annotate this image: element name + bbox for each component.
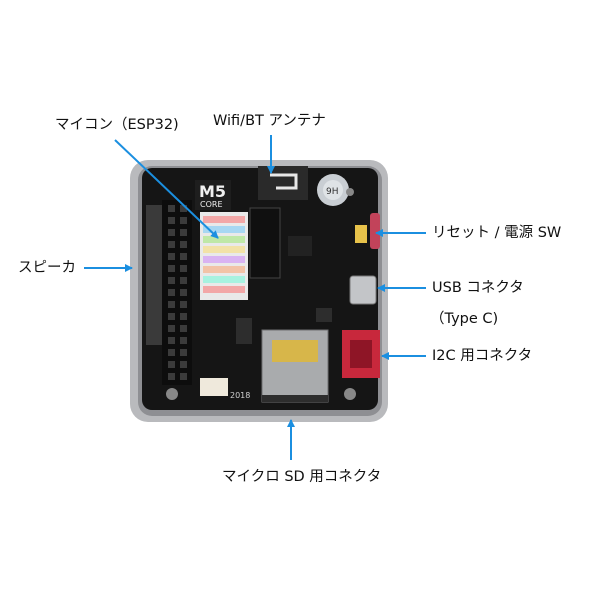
speaker <box>146 205 162 345</box>
header-pin <box>180 337 187 344</box>
header-pin <box>168 229 175 236</box>
label-usb: USB コネクタ <box>432 281 524 296</box>
header-pin <box>168 241 175 248</box>
header-pin <box>168 325 175 332</box>
microsd-contacts <box>272 340 318 362</box>
header-pin <box>168 361 175 368</box>
usb-c-connector <box>350 276 376 304</box>
i2c-connector-slot <box>350 340 372 368</box>
logo-m5: M5 <box>199 182 226 201</box>
sticker-row <box>203 286 245 293</box>
component-c <box>288 236 312 256</box>
header-pin <box>180 313 187 320</box>
mount-hole-2 <box>344 388 356 400</box>
sticker-row <box>203 216 245 223</box>
header-pin <box>180 373 187 380</box>
board-photo: M5 CORE 9H 2018 <box>130 160 388 422</box>
component-b <box>316 308 332 322</box>
microsd-opening <box>262 395 328 402</box>
sticker-row <box>203 276 245 283</box>
header-pin <box>168 265 175 272</box>
header-pin <box>168 349 175 356</box>
esp32-chip <box>250 208 280 278</box>
mount-hole-1 <box>166 388 178 400</box>
logo-core: CORE <box>200 200 223 209</box>
mount-hole-3 <box>346 188 354 196</box>
antenna-area <box>258 166 308 200</box>
header-pin <box>168 277 175 284</box>
header-pin <box>180 349 187 356</box>
header-pin <box>180 301 187 308</box>
label-sd: マイクロ SD 用コネクタ <box>222 470 381 485</box>
header-pin <box>168 373 175 380</box>
header-pin <box>180 361 187 368</box>
battery-connector <box>200 378 228 396</box>
board-year: 2018 <box>230 391 250 400</box>
header-pin <box>180 217 187 224</box>
header-pin <box>180 277 187 284</box>
case-side-button <box>370 213 380 249</box>
header-pin <box>180 265 187 272</box>
sticker-row <box>203 246 245 253</box>
header-pin <box>168 205 175 212</box>
header-pin <box>168 337 175 344</box>
label-i2c: I2C 用コネクタ <box>432 349 532 364</box>
sticker-row <box>203 256 245 263</box>
sticker-row <box>203 266 245 273</box>
header-pin <box>168 217 175 224</box>
sticker-row <box>203 236 245 243</box>
header-pin <box>168 313 175 320</box>
pin-header <box>162 200 192 385</box>
motor-mark: 9H <box>326 187 339 197</box>
header-pin <box>168 289 175 296</box>
header-pin <box>180 325 187 332</box>
component-a <box>236 318 252 344</box>
header-pin <box>180 241 187 248</box>
header-pin <box>168 301 175 308</box>
header-pin <box>180 289 187 296</box>
label-speaker: スピーカ <box>18 261 76 276</box>
label-usb-type: （Type C) <box>430 312 498 327</box>
label-reset: リセット / 電源 SW <box>432 226 561 241</box>
header-pin <box>180 253 187 260</box>
header-pin <box>180 229 187 236</box>
label-mcu: マイコン（ESP32) <box>55 118 179 133</box>
label-antenna: Wifi/BT アンテナ <box>213 114 326 129</box>
reset-switch <box>355 225 367 243</box>
header-pin <box>168 253 175 260</box>
